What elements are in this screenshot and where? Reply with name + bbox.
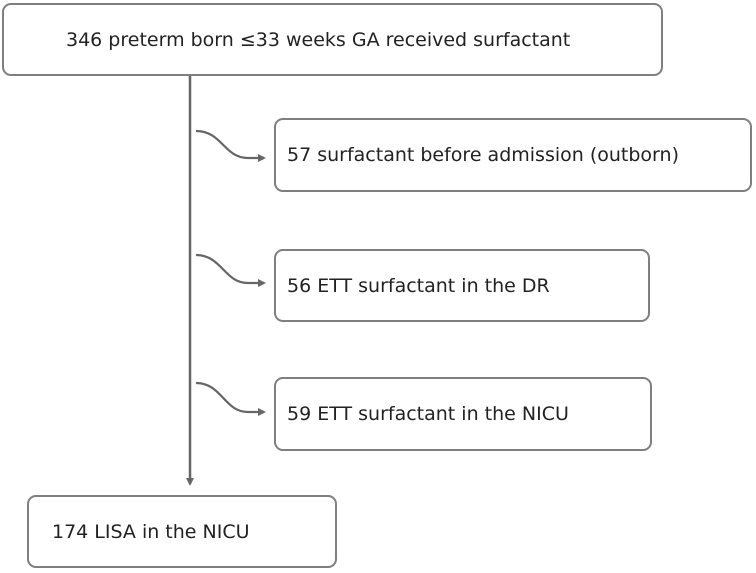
branch-arrow-2 <box>195 253 266 287</box>
branch-arrow-1 <box>195 129 266 162</box>
branch-arrow-3 <box>195 381 266 416</box>
exclusion-label-ett-dr: 56 ETT surfactant in the DR <box>287 274 550 297</box>
total-cohort-label: 346 preterm born ≤33 weeks GA received s… <box>66 28 571 51</box>
lisa-result-label: 174 LISA in the NICU <box>52 520 250 543</box>
exclusion-label-outborn: 57 surfactant before admission (outborn) <box>287 144 679 166</box>
total-cohort-box: 346 preterm born ≤33 weeks GA received s… <box>2 3 663 76</box>
exclusion-box-ett-dr: 56 ETT surfactant in the DR <box>274 249 650 322</box>
lisa-result-box: 174 LISA in the NICU <box>27 495 337 568</box>
exclusion-box-outborn: 57 surfactant before admission (outborn) <box>274 118 752 192</box>
exclusion-box-ett-nicu: 59 ETT surfactant in the NICU <box>274 377 652 451</box>
exclusion-label-ett-nicu: 59 ETT surfactant in the NICU <box>287 403 569 425</box>
